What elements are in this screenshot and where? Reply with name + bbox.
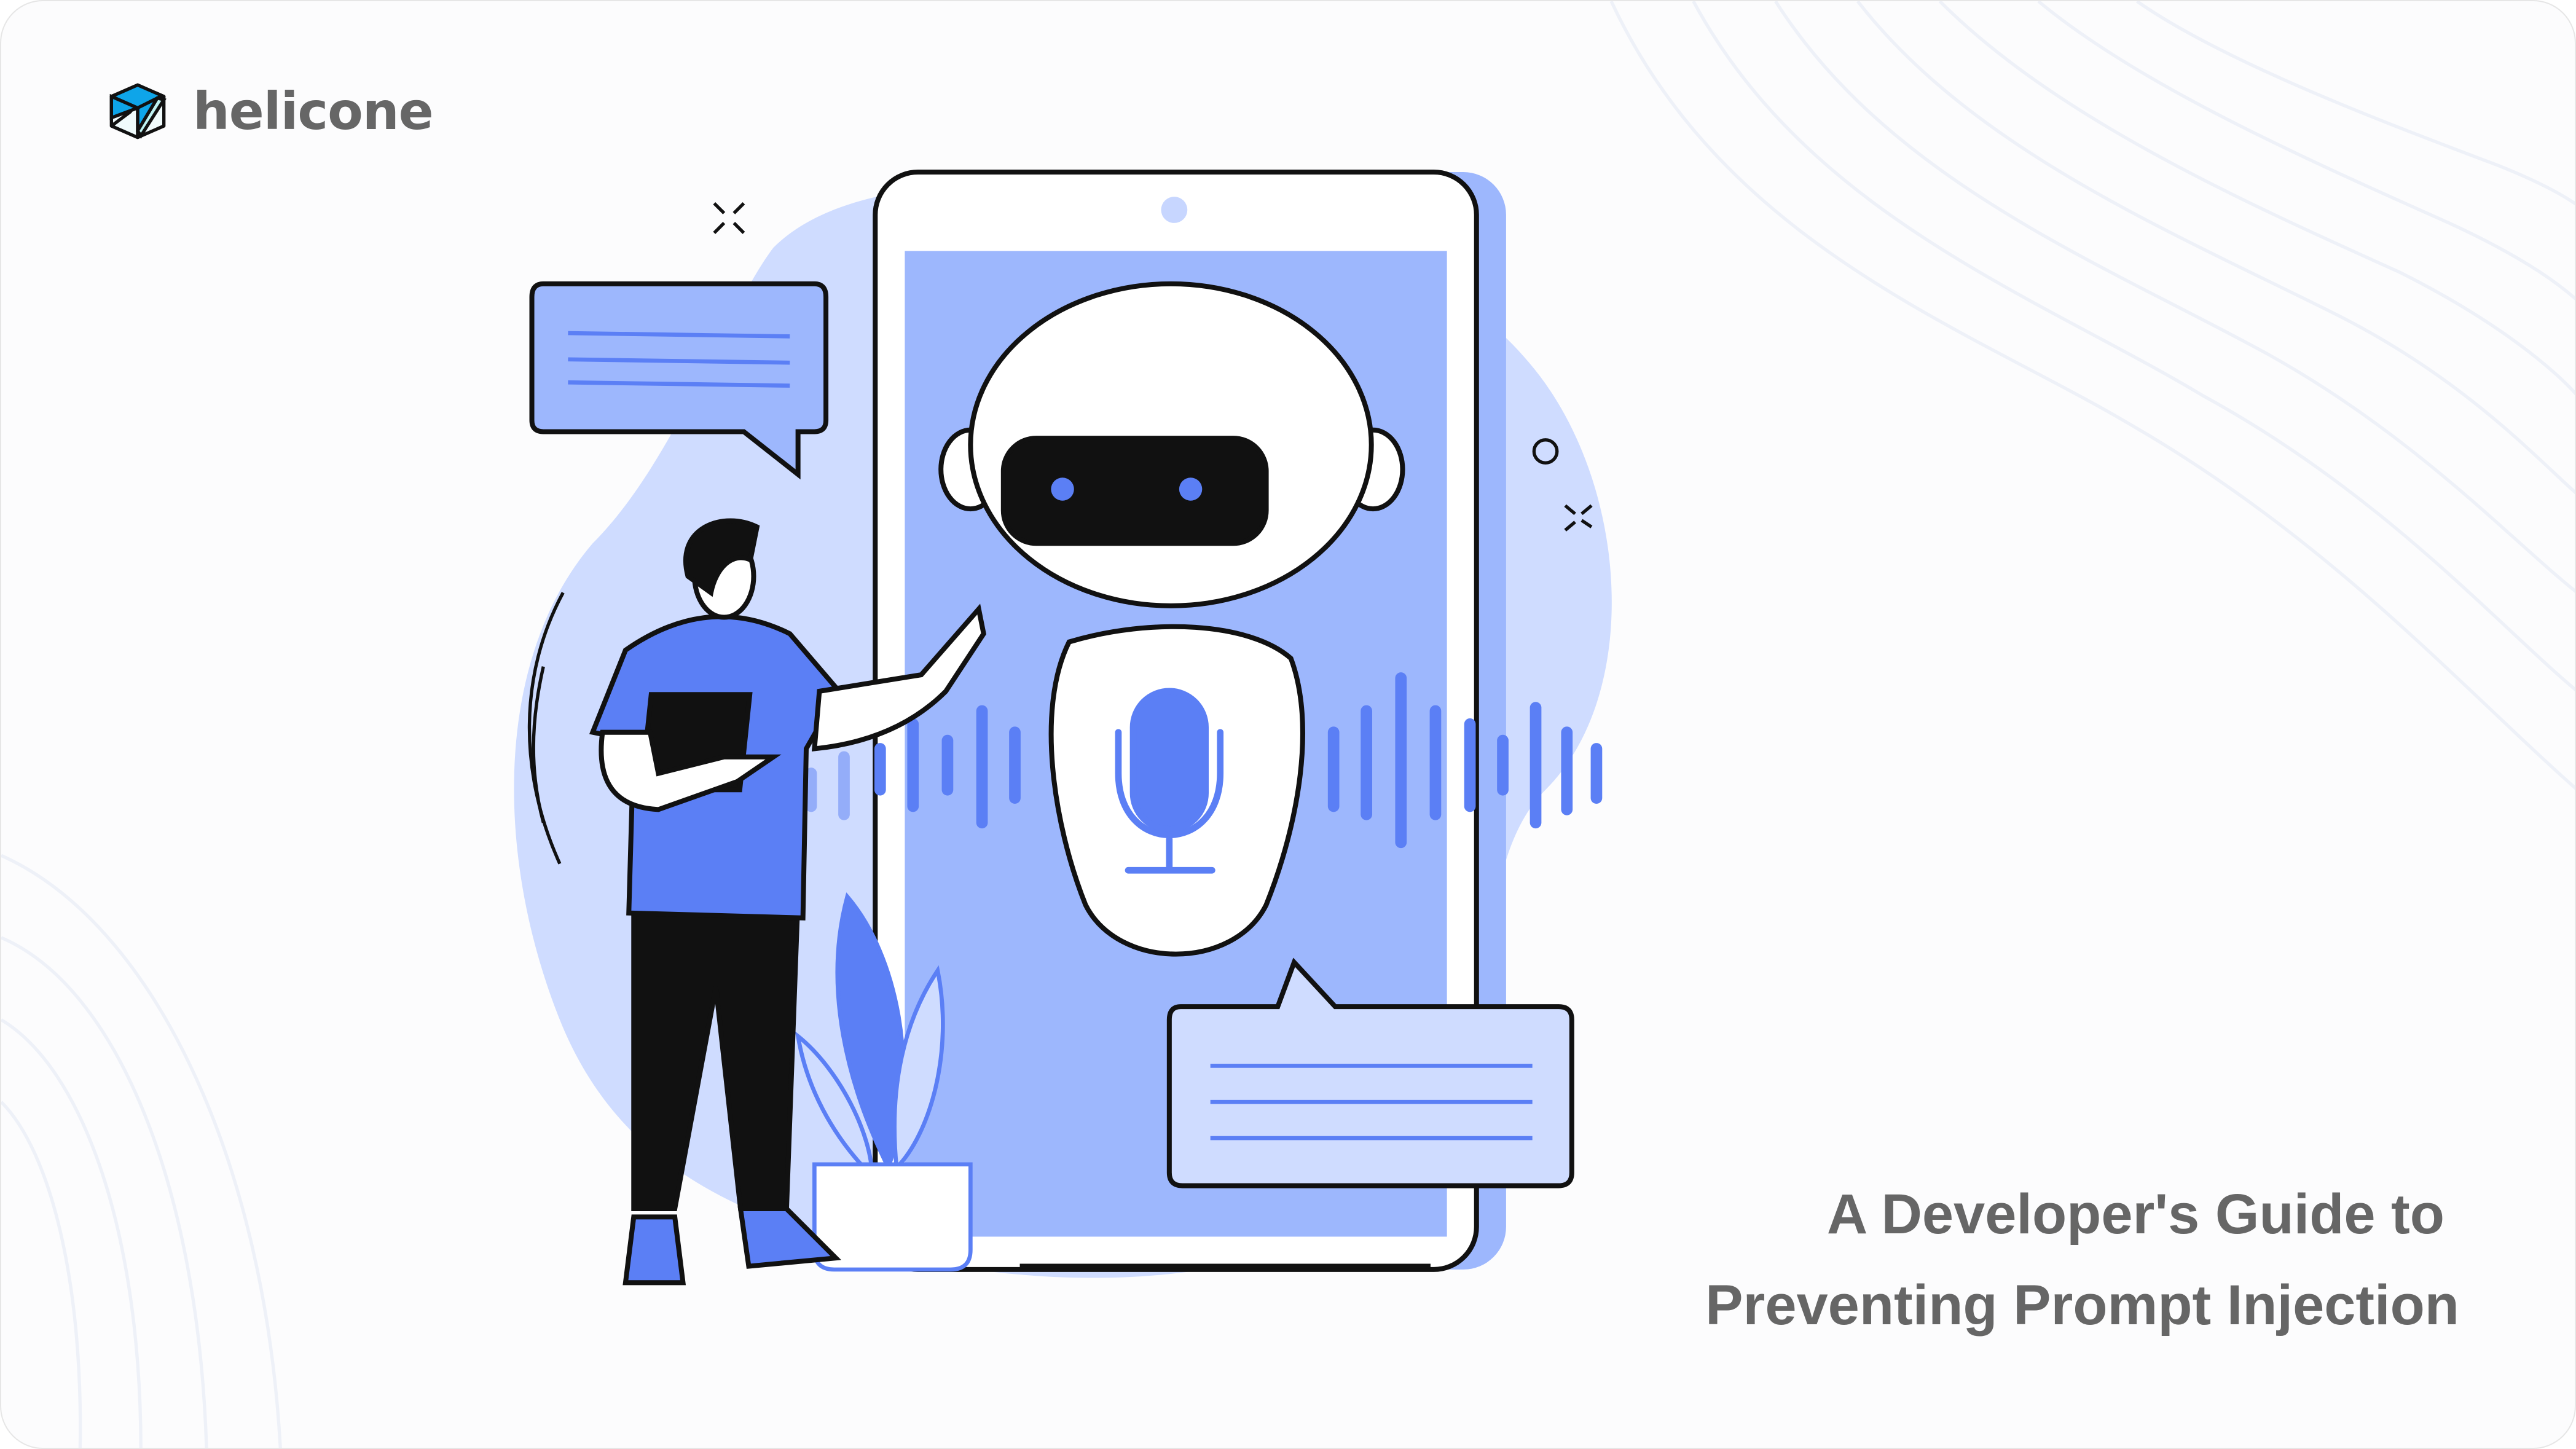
- title-line-2: Preventing Prompt Injection: [1705, 1274, 2459, 1337]
- cube-logo-icon: [109, 83, 167, 139]
- sound-wave-icon: [805, 672, 1603, 849]
- chat-bubble-icon: [1166, 957, 1574, 1188]
- helicone-logo[interactable]: helicone: [107, 81, 434, 141]
- microphone-icon: [1115, 688, 1224, 874]
- title-line-1: A Developer's Guide to: [1826, 1183, 2444, 1246]
- sparkle-icon: [527, 202, 1593, 865]
- brand-name: helicone: [193, 81, 434, 141]
- plant-icon: [795, 892, 973, 1272]
- page-title: A Developer's Guide to Preventing Prompt…: [1705, 1169, 2459, 1351]
- illustration: [514, 170, 1612, 1286]
- person-icon: [589, 518, 986, 1286]
- chat-bubble-icon: [529, 281, 829, 480]
